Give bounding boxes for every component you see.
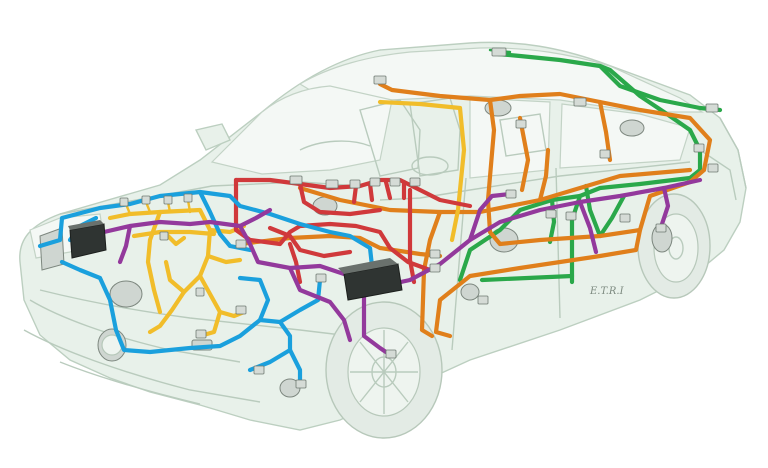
engine-components xyxy=(39,99,673,398)
central-control-unit xyxy=(338,258,403,301)
rear-speaker xyxy=(619,119,645,137)
roof-panel xyxy=(298,47,705,113)
artist-signature: E.T.R.I xyxy=(590,286,624,297)
lock-actuator xyxy=(460,283,480,301)
control-units xyxy=(68,220,403,301)
front-fuse-box xyxy=(68,220,107,259)
steering-wheel xyxy=(411,156,449,176)
front-wheel xyxy=(325,301,443,439)
engine-bay-harness xyxy=(107,99,467,339)
rear-side-window xyxy=(559,103,691,169)
windshield xyxy=(210,85,393,175)
front-grille xyxy=(29,299,241,363)
rear-wheel xyxy=(637,193,711,299)
connectors xyxy=(119,47,719,389)
main-floor-harness xyxy=(101,177,703,359)
side-mirror xyxy=(194,123,231,151)
alternator xyxy=(109,280,143,308)
